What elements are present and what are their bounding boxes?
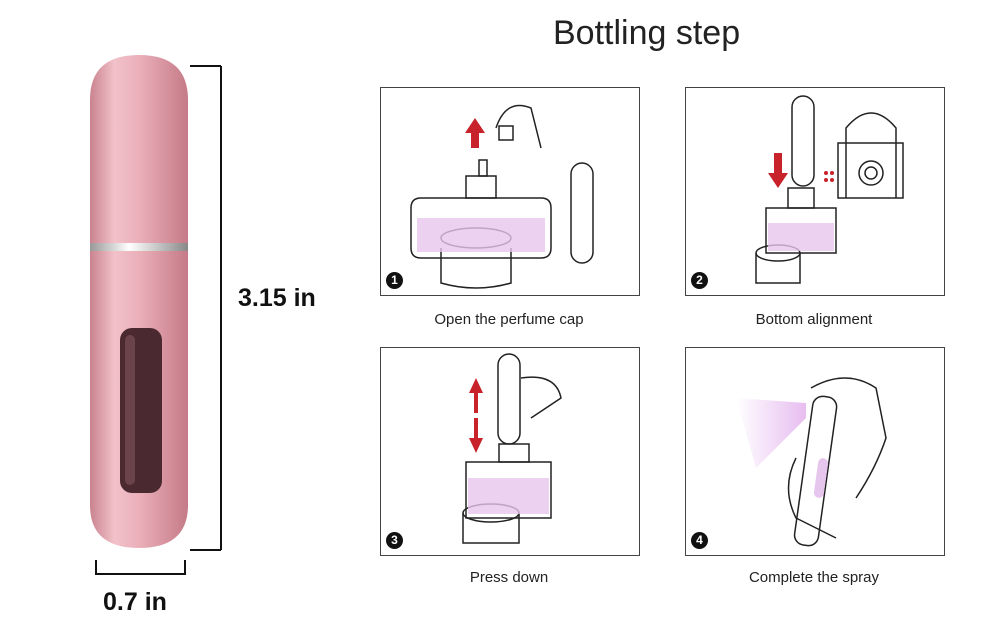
step-panel-1: 1 bbox=[380, 87, 640, 296]
step-caption-3: Press down bbox=[469, 569, 549, 586]
step-number-3: 3 bbox=[386, 532, 403, 549]
step-caption-1: Open the perfume cap bbox=[434, 311, 584, 328]
up-arrow-icon bbox=[465, 118, 485, 148]
spray-illustration bbox=[736, 377, 887, 547]
guide-title: Bottling step bbox=[553, 14, 741, 52]
bottom-alignment-illustration bbox=[755, 95, 904, 284]
step-panel-3: 3 bbox=[380, 347, 640, 556]
height-dimension-label: 3.15 in bbox=[238, 284, 316, 312]
step-number-1: 1 bbox=[386, 272, 403, 289]
open-cap-illustration bbox=[410, 104, 594, 289]
down-arrow-icon bbox=[768, 153, 788, 188]
perfume-atomizer-bottle bbox=[90, 55, 222, 575]
width-dimension-label: 0.7 in bbox=[103, 588, 167, 616]
step-panel-2: 2 bbox=[685, 87, 945, 296]
step-caption-2: Bottom alignment bbox=[755, 311, 873, 328]
press-down-illustration bbox=[462, 353, 562, 544]
step-number-2: 2 bbox=[691, 272, 708, 289]
step-number-4: 4 bbox=[691, 532, 708, 549]
up-down-arrow-icon bbox=[469, 378, 483, 453]
step-caption-4: Complete the spray bbox=[748, 569, 880, 586]
step-panel-4: 4 bbox=[685, 347, 945, 556]
